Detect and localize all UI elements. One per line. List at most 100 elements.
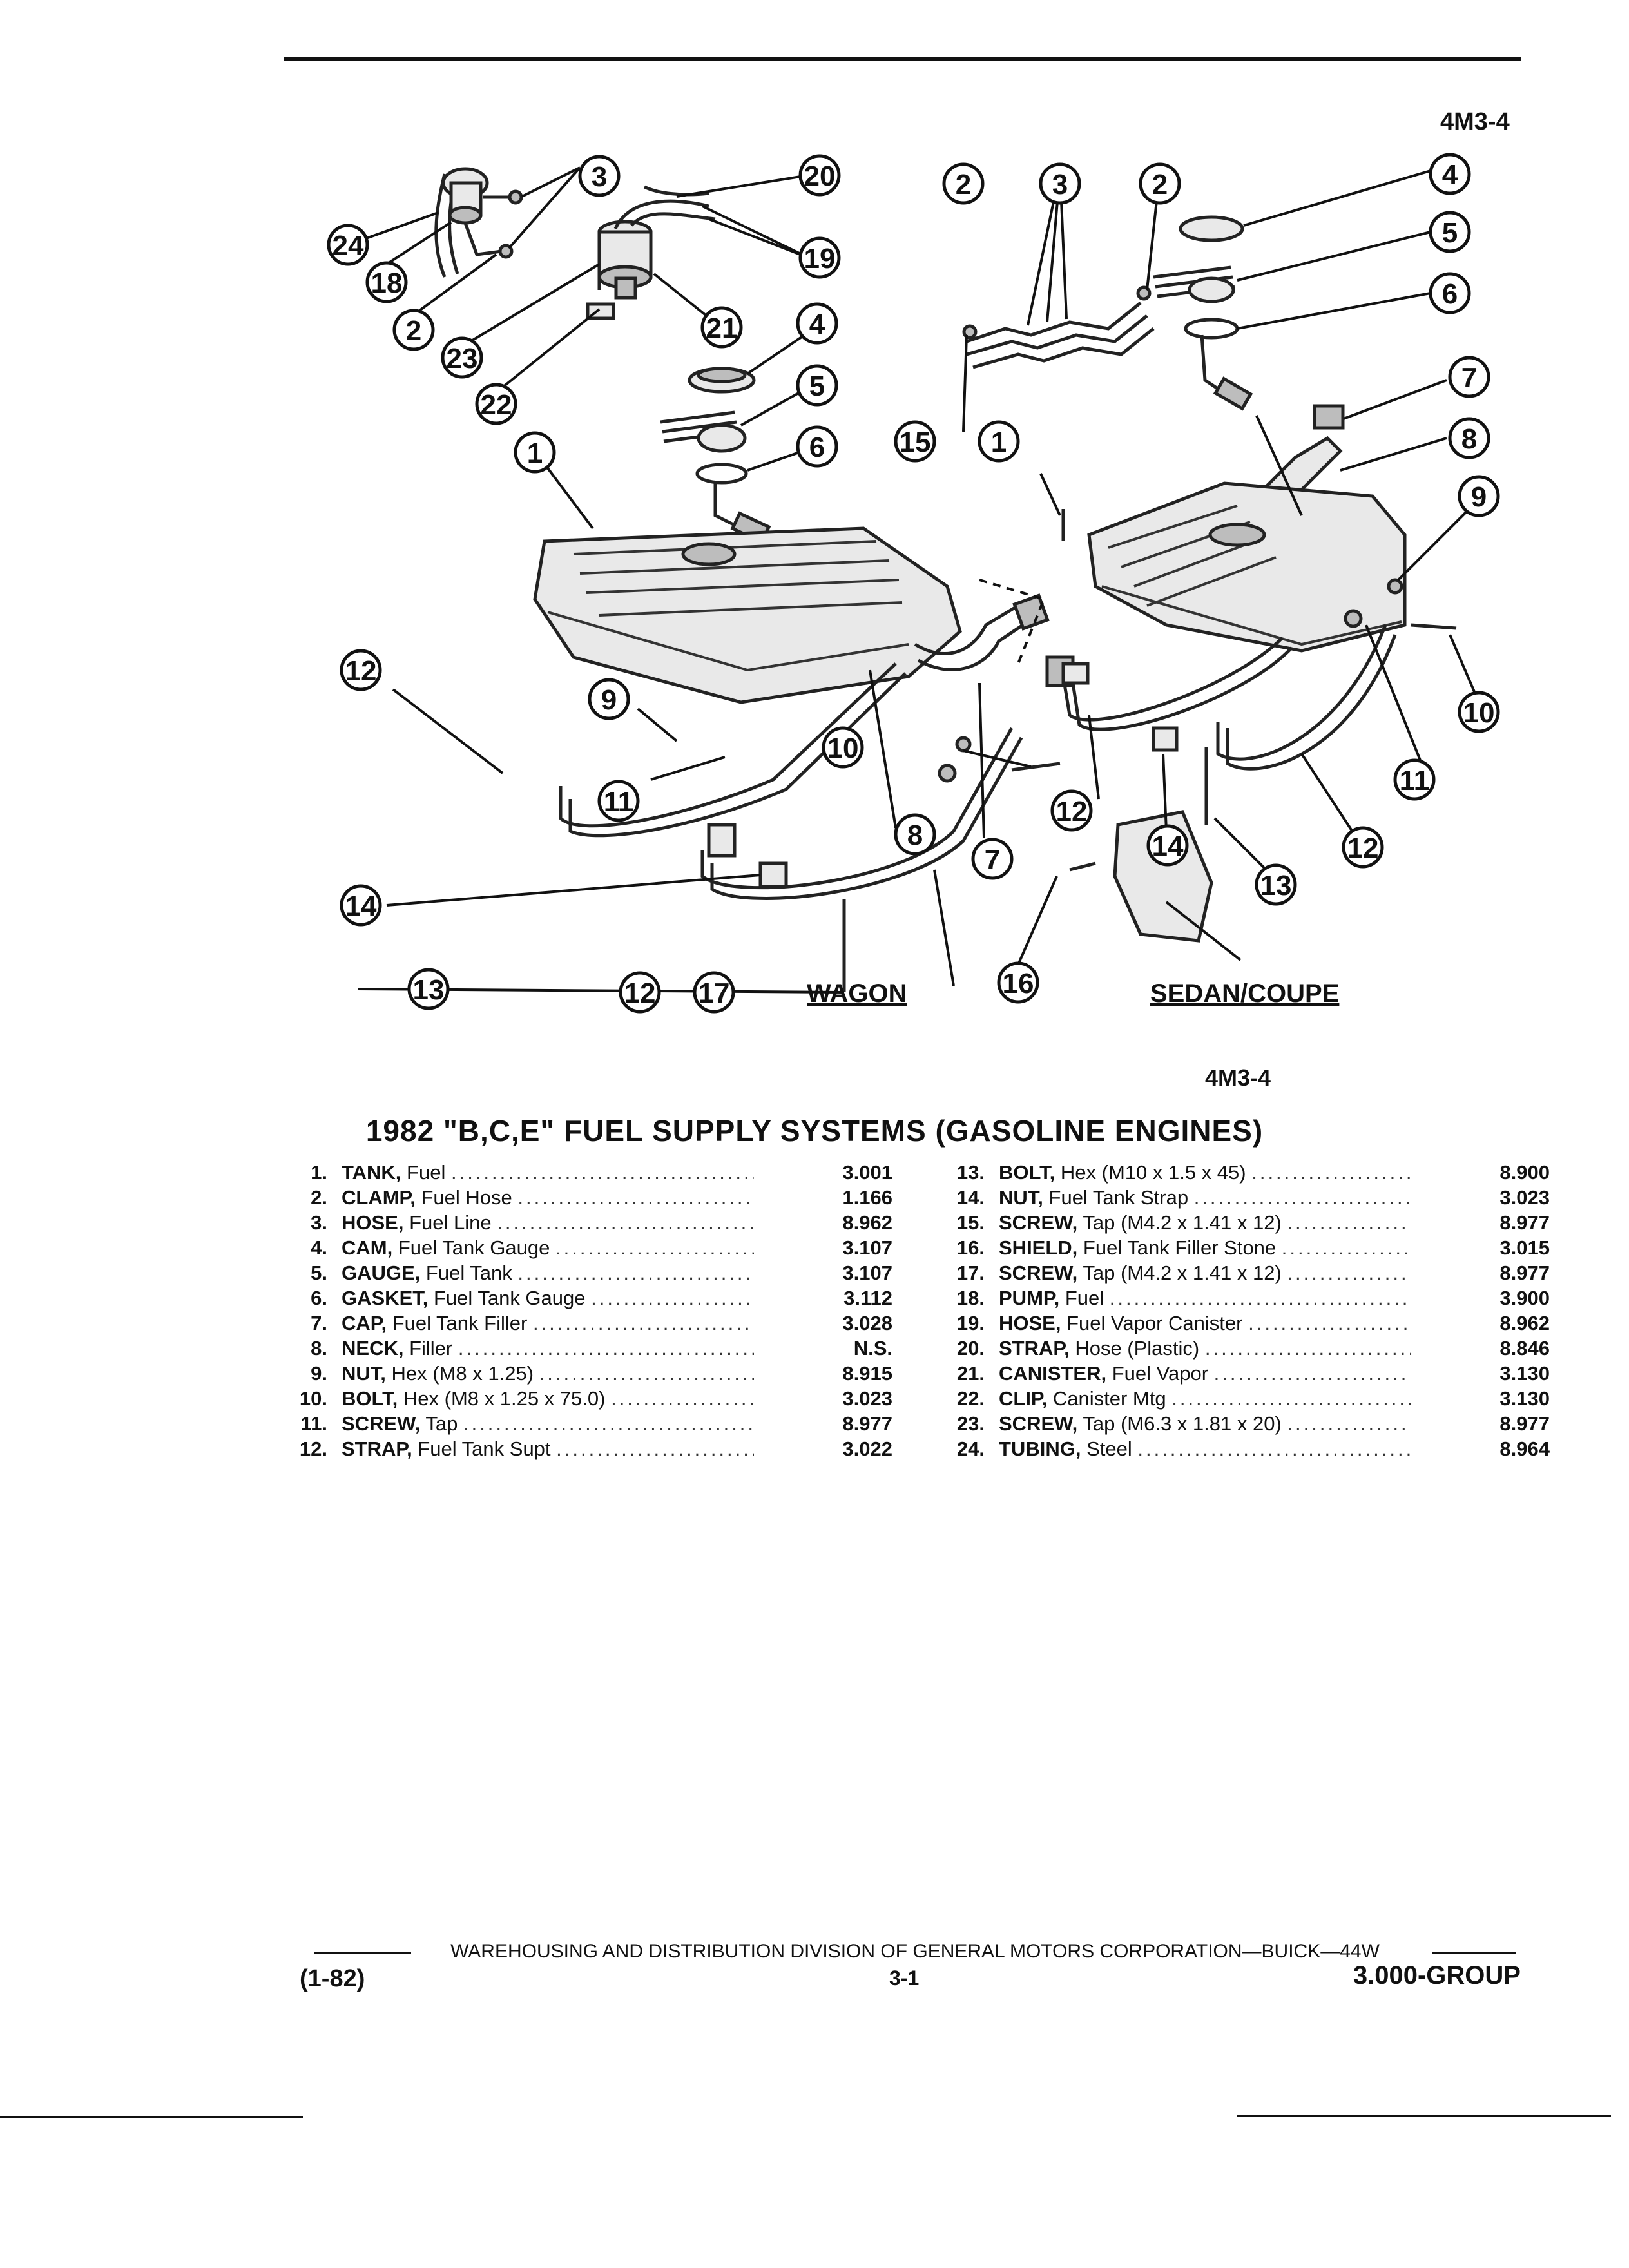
- fuel-tank-sedan: [1087, 481, 1407, 653]
- callout-2: 2: [392, 309, 435, 351]
- part-row: 8.NECK, Filler .........................…: [311, 1337, 892, 1360]
- svg-text:3: 3: [592, 161, 607, 193]
- svg-text:1: 1: [527, 437, 543, 469]
- screw-17-drawing: [1069, 861, 1096, 872]
- part-row: 14.NUT, Fuel Tank Strap ................…: [956, 1186, 1550, 1209]
- straps-wagon: [559, 662, 1023, 900]
- part-row: 17.SCREW, Tap (M4.2 x 1.41 x 12) .......…: [956, 1262, 1550, 1284]
- nut-9-drawing: [955, 736, 972, 753]
- svg-text:13: 13: [413, 974, 445, 1006]
- parts-list-title: 1982 "B,C,E" FUEL SUPPLY SYSTEMS (GASOLI…: [365, 1114, 1264, 1148]
- part-row: 6.GASKET, Fuel Tank Gauge ..............…: [311, 1287, 892, 1309]
- svg-text:12: 12: [624, 977, 656, 1009]
- bottom-rule-left: [0, 2116, 303, 2118]
- bolt-10-drawing: [1011, 762, 1061, 772]
- callout-9: 9: [588, 678, 630, 720]
- svg-text:7: 7: [985, 844, 1000, 876]
- straps-sedan: [1061, 624, 1397, 771]
- svg-text:16: 16: [1003, 968, 1034, 999]
- bolt-10-sedan-drawing: [1411, 623, 1457, 630]
- callout-22: 22: [475, 383, 517, 425]
- svg-text:3: 3: [1052, 169, 1068, 200]
- callout-4: 4: [796, 302, 838, 345]
- callout-11: 11: [597, 780, 640, 822]
- vapor-canister-drawing: [597, 185, 716, 300]
- footer-date: (1-82): [300, 1965, 365, 1992]
- svg-text:12: 12: [345, 655, 377, 687]
- fuel-pump-drawing: [434, 167, 523, 278]
- callout-10: 10: [822, 726, 864, 769]
- page-code: 4M3-4: [1440, 108, 1510, 135]
- svg-text:4: 4: [1442, 159, 1458, 191]
- callout-23: 23: [441, 336, 483, 379]
- svg-text:13: 13: [1260, 870, 1292, 901]
- part-row: 24.TUBING, Steel .......................…: [956, 1437, 1550, 1460]
- callout-15: 15: [894, 420, 936, 463]
- svg-text:22: 22: [481, 389, 512, 421]
- filler-neck-wagon: [914, 579, 1075, 687]
- view-label-sedan: SEDAN/COUPE: [1150, 979, 1339, 1008]
- figure-code: 4M3-4: [1205, 1064, 1271, 1091]
- callout-s-5: 5: [1429, 211, 1471, 253]
- callout-s-7: 7: [1448, 356, 1490, 398]
- fuel-lines-sedan: [962, 285, 1155, 369]
- svg-text:12: 12: [1056, 796, 1088, 827]
- svg-text:18: 18: [371, 267, 403, 299]
- callout-s-11: 11: [1393, 758, 1436, 801]
- fuel-tank-wagon: [533, 526, 962, 704]
- svg-text:9: 9: [601, 684, 617, 716]
- svg-text:23: 23: [447, 343, 478, 374]
- callout-5: 5: [796, 364, 838, 407]
- part-row: 16.SHIELD, Fuel Tank Filler Stone ......…: [956, 1236, 1550, 1259]
- callouts: 24 18 2 3 20 19 21 23 22 4 5 6 1 15 12 9…: [327, 153, 1500, 1014]
- part-row: 10.BOLT, Hex (M8 x 1.25 x 75.0) ........…: [299, 1387, 892, 1410]
- svg-text:21: 21: [706, 312, 738, 344]
- svg-text:10: 10: [1463, 697, 1495, 729]
- callout-16: 16: [997, 961, 1039, 1004]
- part-row: 9.NUT, Hex (M8 x 1.25) .................…: [311, 1362, 892, 1385]
- part-row: 15.SCREW, Tap (M4.2 x 1.41 x 12) .......…: [956, 1211, 1550, 1234]
- screw-11-drawing: [938, 764, 957, 783]
- view-label-wagon: WAGON: [807, 979, 907, 1008]
- footer-page-number: 3-1: [889, 1966, 920, 1990]
- svg-text:9: 9: [1471, 481, 1487, 513]
- callout-s-12b: 12: [1342, 826, 1384, 869]
- svg-text:14: 14: [1152, 831, 1184, 862]
- svg-text:12: 12: [1347, 832, 1379, 864]
- part-row: 23.SCREW, Tap (M6.3 x 1.81 x 20) .......…: [956, 1412, 1550, 1435]
- callout-18: 18: [365, 261, 408, 303]
- nut-9-sedan-drawing: [1387, 578, 1403, 595]
- svg-text:17: 17: [699, 977, 730, 1009]
- callout-s-1: 1: [978, 420, 1020, 463]
- cap-sedan-drawing: [1313, 404, 1345, 430]
- nut-14-sedan-drawing: [1152, 726, 1179, 752]
- callout-21: 21: [700, 306, 743, 349]
- callout-s-2b: 2: [1139, 162, 1181, 205]
- callout-s-6: 6: [1429, 272, 1471, 314]
- parts-list-right: 13.BOLT, Hex (M10 x 1.5 x 45) ..........…: [941, 1160, 1550, 1461]
- svg-text:6: 6: [1442, 278, 1458, 310]
- footer-division: WAREHOUSING AND DISTRIBUTION DIVISION OF…: [450, 1941, 1380, 1962]
- callout-14: 14: [340, 884, 382, 927]
- gauge-assembly-wagon: [660, 367, 771, 544]
- callout-12b: 12: [619, 971, 661, 1014]
- callout-s-4: 4: [1429, 153, 1471, 195]
- gauge-assembly-sedan: [1153, 215, 1253, 411]
- callout-6: 6: [796, 425, 838, 468]
- callout-17: 17: [693, 971, 735, 1014]
- part-row: 3.HOSE, Fuel Line ......................…: [311, 1211, 892, 1234]
- callout-8: 8: [894, 813, 936, 856]
- footer-rule-left: [314, 1952, 411, 1954]
- callout-s-8: 8: [1448, 417, 1490, 459]
- svg-text:19: 19: [804, 243, 836, 274]
- footer-group: 3.000-GROUP: [1353, 1961, 1521, 1990]
- bottom-rule-right: [1237, 2115, 1611, 2117]
- svg-text:24: 24: [333, 230, 364, 262]
- callout-7: 7: [971, 838, 1014, 880]
- part-row: 11.SCREW, Tap ..........................…: [300, 1412, 892, 1435]
- fuel-system-diagram: 24 18 2 3 20 19 21 23 22 4 5 6 1 15 12 9…: [327, 153, 1500, 1014]
- part-row: 1.TANK, Fuel ...........................…: [311, 1161, 892, 1184]
- callout-20: 20: [798, 154, 841, 197]
- svg-text:2: 2: [956, 169, 971, 200]
- parts-list-left: 1.TANK, Fuel ...........................…: [284, 1160, 892, 1461]
